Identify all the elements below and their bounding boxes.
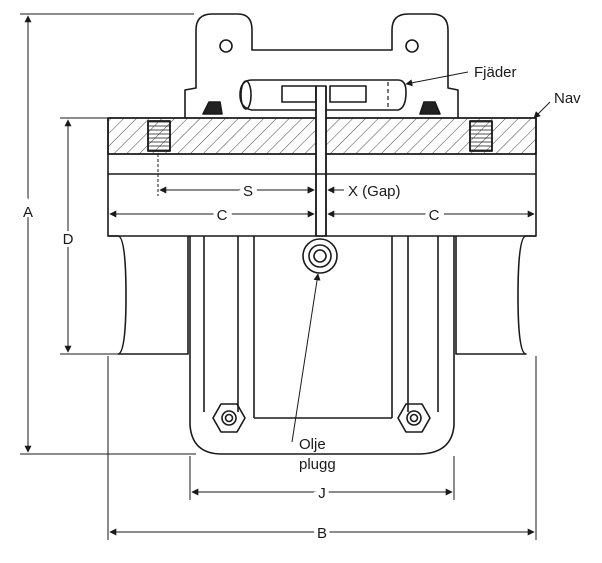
lower-housing <box>189 236 455 455</box>
lifting-hole-left <box>219 39 233 53</box>
spring-outline <box>239 79 407 111</box>
seal-left <box>202 101 223 115</box>
center-gap <box>315 85 327 237</box>
top-cover-outline <box>184 13 459 118</box>
hub-band <box>107 154 537 175</box>
oil-plug-label-line2: plugg <box>299 456 336 473</box>
dim-d-label: D <box>63 231 74 248</box>
lifting-hole-right <box>405 39 419 53</box>
dim-b-label: B <box>317 525 327 542</box>
bolt-left <box>147 120 171 152</box>
bolt-right <box>469 120 493 152</box>
spring-tooth-left <box>281 85 317 103</box>
spring-end <box>240 80 252 110</box>
dim-c-right-label: C <box>429 207 440 224</box>
oil-plug <box>302 238 338 274</box>
hub-left <box>107 174 189 355</box>
spring-leader <box>405 71 469 87</box>
dim-c-left-label: C <box>217 207 228 224</box>
dim-a-label: A <box>23 204 33 221</box>
nut-right <box>397 403 431 433</box>
nut-left <box>212 403 246 433</box>
dim-j-label: J <box>318 485 326 502</box>
hub-label: Nav <box>554 90 581 107</box>
spring-label: Fjäder <box>474 64 517 81</box>
oil-plug-leader <box>291 273 321 443</box>
dim-s-label: S <box>243 183 253 200</box>
hub-leader <box>533 101 551 119</box>
dim-x-label: X (Gap) <box>348 183 401 200</box>
seal-right <box>419 101 441 115</box>
spring-tooth-right <box>329 85 367 103</box>
oil-plug-label-line1: Olje <box>299 436 326 453</box>
hub-right <box>455 174 537 355</box>
